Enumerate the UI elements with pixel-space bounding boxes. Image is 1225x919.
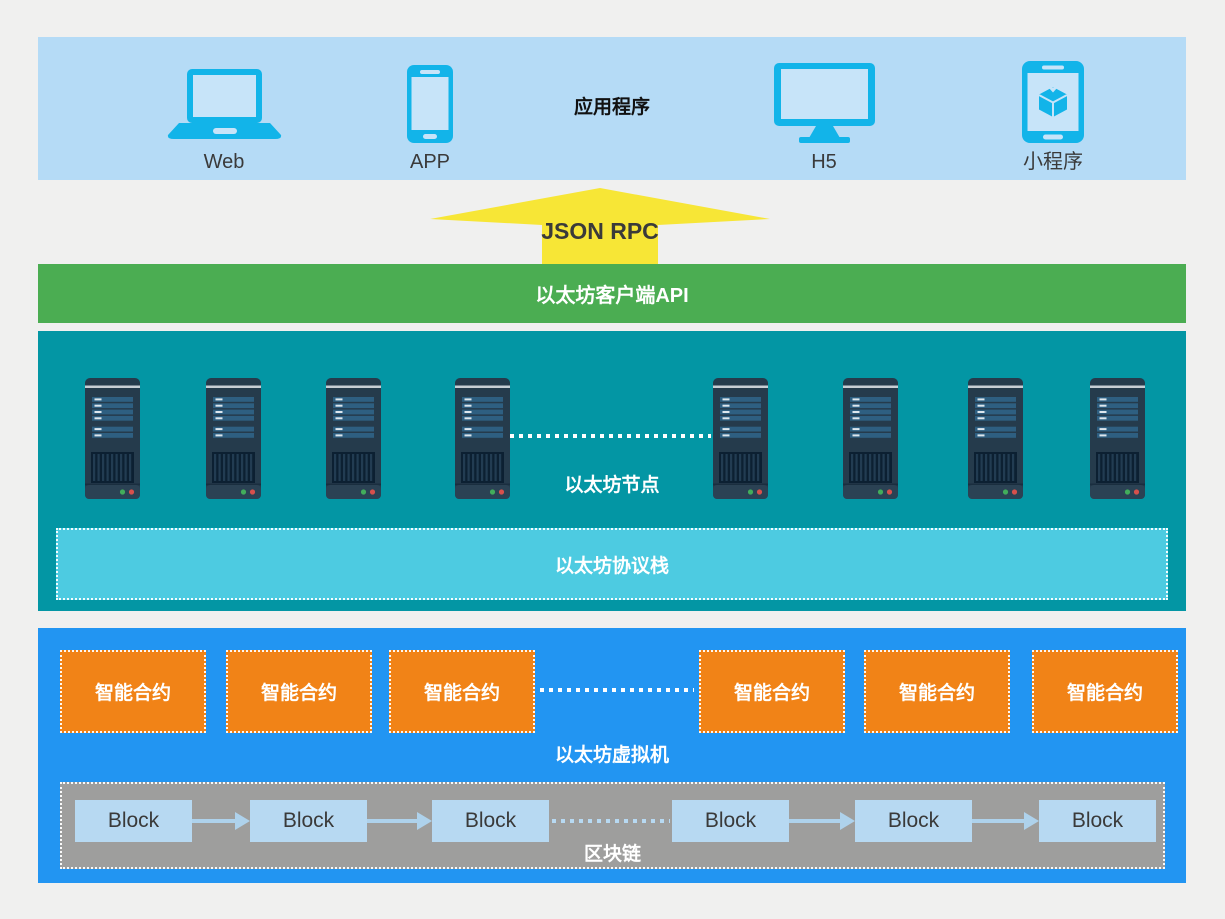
evm-label: 以太坊虚拟机 [554,745,669,766]
smart-contract-label: 智能合约 [733,683,810,704]
block-box: Block [75,800,192,842]
ethereum-node-server-icon [206,378,261,499]
smart-contract-label: 智能合约 [260,683,337,704]
json-rpc-label: JSON RPC [541,218,659,244]
laptop-icon [167,59,282,143]
protocol-stack-box: 以太坊协议栈 [56,528,1168,600]
ethereum-node-server-icon [455,378,510,499]
blocks-dotted-connector [552,819,670,823]
blockchain-box: Block Block Block Block Block Block 区块链 [60,782,1165,869]
miniprogram-phone-cube-icon [1022,59,1084,143]
nodes-dotted-connector [510,434,711,438]
smartphone-icon [407,59,453,143]
block-box: Block [672,800,789,842]
block-box: Block [855,800,972,842]
device-label-h5: H5 [811,151,837,173]
device-miniprogram: 小程序 [983,59,1123,177]
smart-contract-box: 智能合约 [389,650,535,733]
device-label-miniprogram: 小程序 [1023,151,1083,173]
ethereum-node-server-icon [713,378,768,499]
monitor-icon [773,59,875,143]
ethereum-node-server-icon [843,378,898,499]
block-box: Block [250,800,367,842]
smart-contract-box: 智能合约 [1032,650,1178,733]
nodes-band: 以太坊节点 以太坊协议栈 [38,331,1186,611]
blockchain-label: 区块链 [583,844,641,865]
smart-contract-box: 智能合约 [699,650,845,733]
protocol-stack-label: 以太坊协议栈 [554,555,669,577]
smart-contract-box: 智能合约 [226,650,372,733]
device-h5: H5 [754,59,894,177]
application-layer-band: Web APP 应用程序 [38,37,1186,180]
smart-contract-label: 智能合约 [1066,683,1143,704]
evm-band: 智能合约 智能合约 智能合约 智能合约 智能合约 智能合约 以太坊虚拟机 Blo… [38,628,1186,883]
block-arrow-icon [192,812,250,830]
device-label-app: APP [409,151,451,173]
smart-contract-box: 智能合约 [864,650,1010,733]
block-box: Block [432,800,549,842]
device-web: Web [154,59,294,177]
ethereum-node-server-icon [1090,378,1145,499]
block-box: Block [1039,800,1156,842]
ethereum-node-server-icon [968,378,1023,499]
client-api-band: 以太坊客户端API [38,264,1186,323]
smart-contract-label: 智能合约 [94,683,171,704]
ethereum-node-server-icon [326,378,381,499]
smart-contract-label: 智能合约 [423,683,500,704]
block-arrow-icon [972,812,1039,830]
json-rpc-arrow [430,188,770,264]
smart-contract-box: 智能合约 [60,650,206,733]
nodes-label: 以太坊节点 [564,475,660,496]
ethereum-node-server-icon [85,378,140,499]
smart-contract-label: 智能合约 [898,683,975,704]
device-label-web: Web [203,151,245,173]
device-app: APP [360,59,500,177]
application-layer-title: 应用程序 [573,97,650,118]
block-arrow-icon [367,812,432,830]
contracts-dotted-connector [540,688,694,692]
block-arrow-icon [789,812,855,830]
client-api-label: 以太坊客户端API [535,285,689,307]
